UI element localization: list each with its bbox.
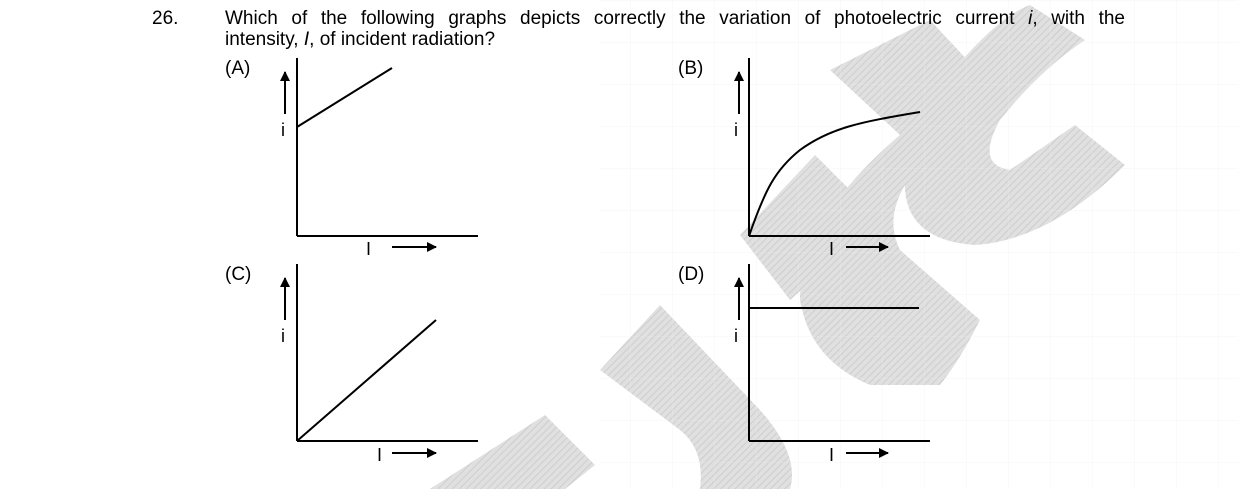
question-text-part: , with the — [1032, 8, 1125, 29]
graph-d-y-label: i — [734, 326, 738, 346]
graph-d: i I — [734, 264, 930, 465]
graph-b: i I — [734, 58, 930, 259]
question-text-part: Which of the following graphs depicts co… — [225, 8, 1015, 29]
option-b-label: (B) — [678, 58, 704, 79]
current-variable: i — [1028, 8, 1033, 29]
graph-b-x-label: I — [829, 239, 834, 259]
graph-d-x-label: I — [829, 445, 834, 465]
intensity-variable: I — [303, 29, 310, 50]
question-line-2: intensity, I, of incident radiation? — [225, 29, 1125, 50]
graph-b-curve — [748, 111, 921, 237]
graph-a-curve — [296, 67, 393, 128]
graph-a-x-label: I — [366, 239, 371, 259]
option-c-label: (C) — [225, 264, 252, 285]
question-text-part: , of incident radiation? — [309, 29, 496, 50]
graph-c: i I — [280, 264, 478, 465]
option-d-label: (D) — [678, 264, 705, 285]
question-text-part: intensity, — [225, 29, 299, 50]
graph-c-y-label: i — [281, 326, 285, 346]
graph-c-curve — [296, 319, 437, 442]
graph-a: i I — [280, 58, 478, 259]
graph-b-y-label: i — [734, 120, 738, 140]
graph-c-x-label: I — [377, 445, 382, 465]
graph-a-y-label: i — [281, 120, 285, 140]
question-line-1: Which of the following graphs depicts co… — [225, 8, 1125, 29]
option-a-label: (A) — [225, 58, 251, 79]
question-number: 26. — [152, 8, 179, 29]
question-text: Which of the following graphs depicts co… — [225, 8, 1125, 50]
